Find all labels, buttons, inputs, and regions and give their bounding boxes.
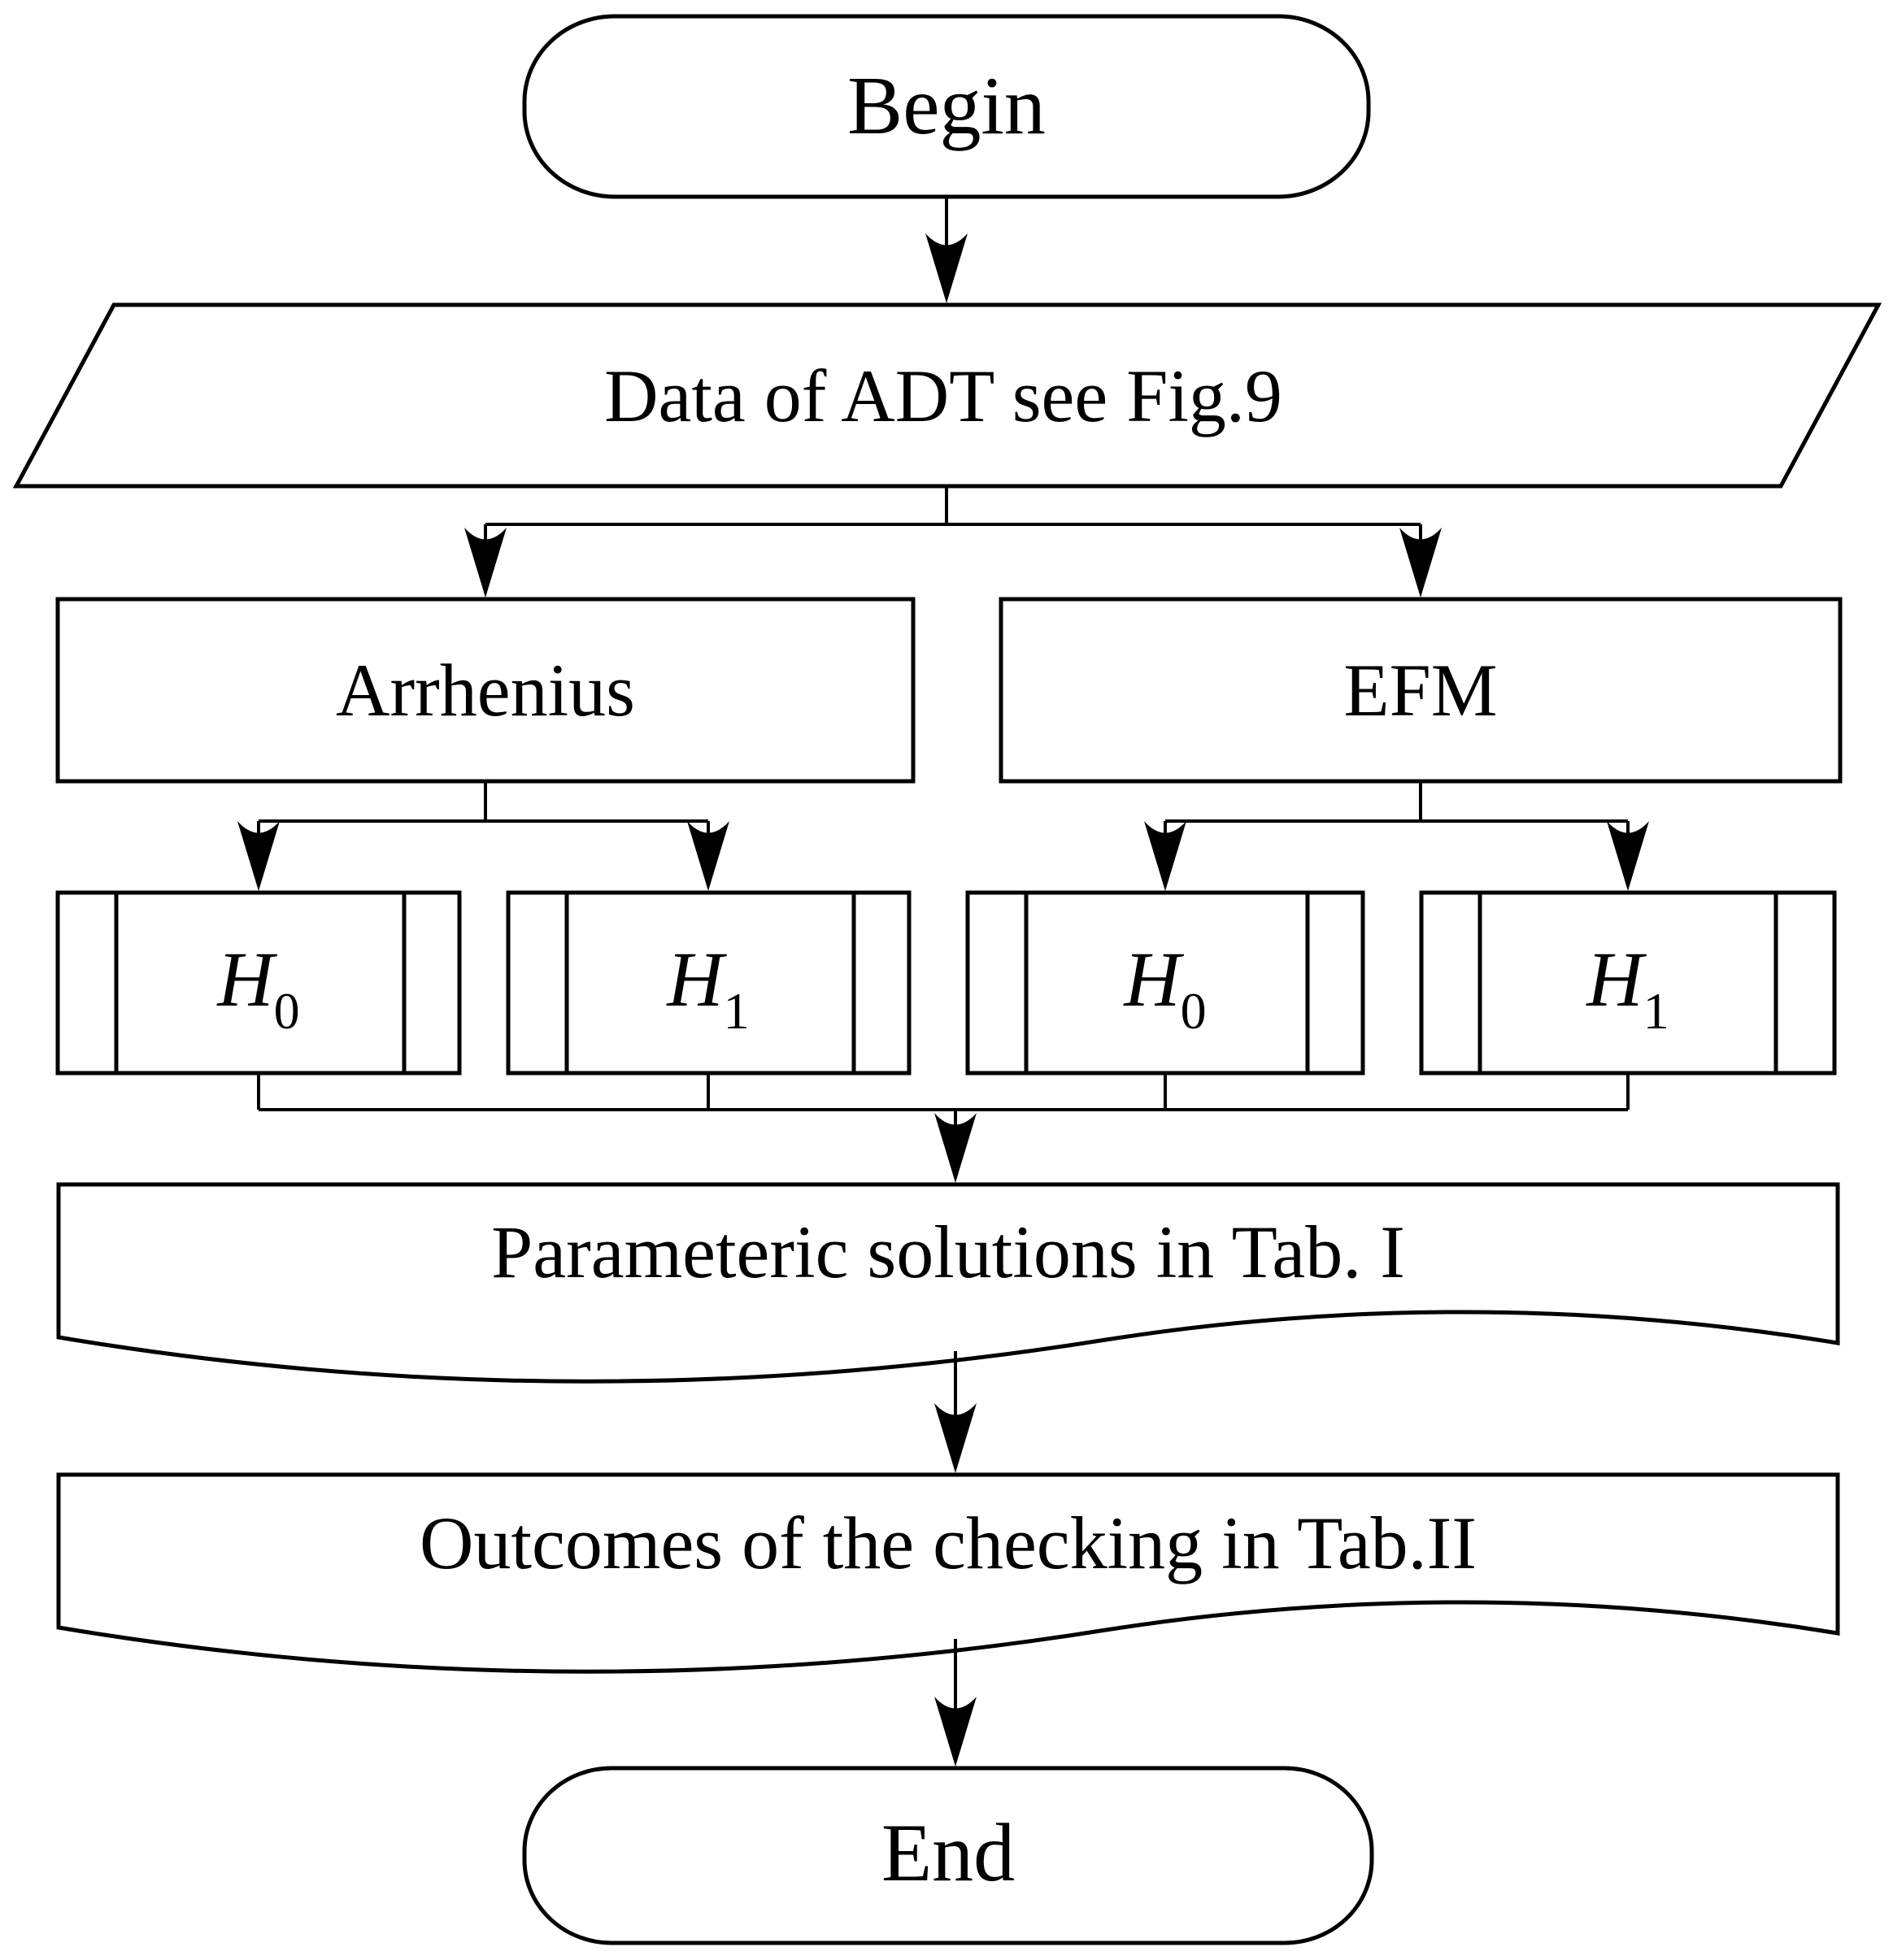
merge-connector	[257, 1073, 1630, 1183]
begin-label: Begin	[847, 60, 1046, 152]
doc2-label: Outcomes of the checking in Tab.II	[420, 1502, 1477, 1584]
input-parallelogram-shape	[12, 302, 1882, 489]
arrowhead-to-arrhenius-h0	[237, 821, 280, 891]
arrowhead-to-efm-h0	[1144, 821, 1186, 891]
arrhenius-h1-label: H1	[667, 941, 749, 1037]
arrowhead-to-arrhenius	[464, 528, 507, 598]
arrowhead-to-efm	[1399, 528, 1442, 598]
arrhenius-label: Arrhenius	[336, 649, 635, 732]
arrow-doc1-to-doc2	[934, 1351, 977, 1473]
h-symbol: H	[217, 936, 274, 1023]
arrowhead-to-arrhenius-h1	[687, 821, 729, 891]
efm-h1-label: H1	[1586, 941, 1669, 1037]
h-subscript: 1	[1643, 982, 1669, 1040]
arrow-begin-to-input	[925, 197, 968, 303]
arrhenius-hypothesis-connector	[237, 781, 729, 891]
branch-connector	[464, 486, 1442, 598]
input-label: Data of ADT see Fig.9	[604, 354, 1282, 437]
efm-h0-label: H0	[1124, 941, 1206, 1037]
doc1-document-shape	[56, 1182, 1840, 1384]
h-symbol: H	[1124, 936, 1181, 1023]
h-symbol: H	[1586, 936, 1643, 1023]
arrowhead-to-doc1	[934, 1113, 977, 1183]
efm-label: EFM	[1343, 649, 1498, 732]
arrow-doc2-to-end	[934, 1639, 977, 1767]
doc2-document-shape	[56, 1472, 1840, 1674]
arrhenius-h0-label: H0	[217, 941, 299, 1037]
h-subscript: 1	[723, 982, 750, 1040]
doc1-label: Parameteric solutions in Tab. I	[491, 1210, 1405, 1293]
end-label: End	[881, 1807, 1016, 1899]
h-subscript: 0	[273, 982, 300, 1040]
h-subscript: 0	[1180, 982, 1207, 1040]
end-terminator-shape	[522, 1766, 1374, 1945]
arrowhead-to-efm-h1	[1607, 821, 1649, 891]
h-symbol: H	[667, 936, 724, 1023]
efm-hypothesis-connector	[1144, 781, 1649, 891]
